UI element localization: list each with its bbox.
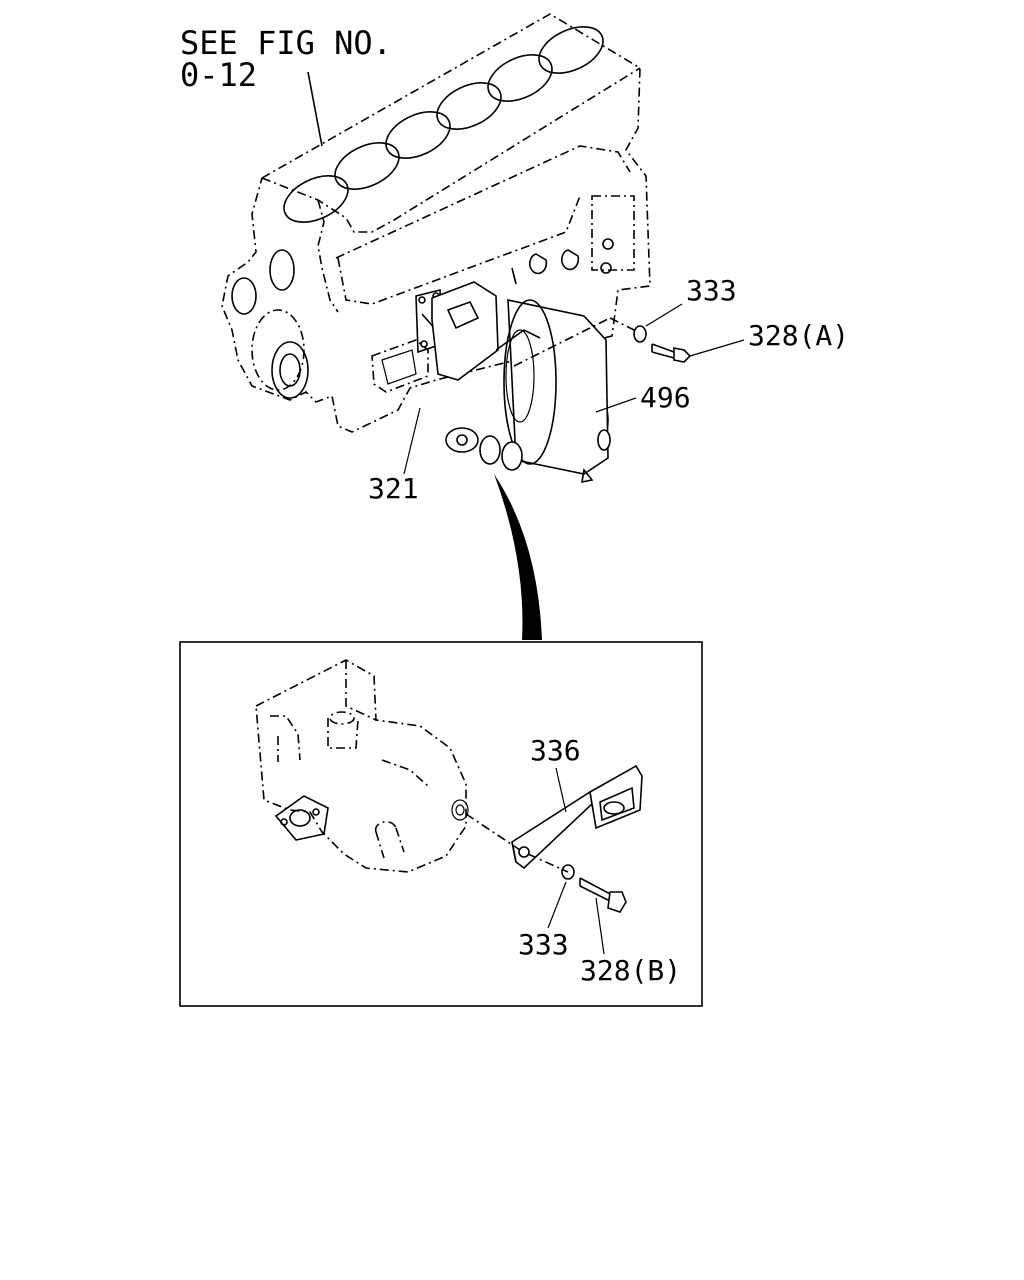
reference-leader — [307, 71, 323, 147]
callout-filter-assembly: 496 — [640, 381, 691, 414]
leader-washer-top — [645, 303, 683, 327]
bolt-a — [651, 343, 692, 363]
oil-filter-assembly — [415, 281, 611, 484]
leader-washer-bottom — [547, 881, 567, 929]
leader-bolt-b — [595, 897, 605, 955]
assembly-line-top — [513, 317, 611, 367]
engine-block — [221, 13, 651, 433]
washer-bottom — [561, 864, 575, 880]
detail-pointer — [494, 474, 542, 640]
leader-bolt-a — [689, 339, 745, 357]
assembly-line-detail — [465, 813, 521, 851]
callout-gasket: 321 — [368, 472, 419, 505]
bracket — [511, 764, 643, 870]
washer-top — [633, 325, 647, 343]
reference-note-line2: 0-12 — [180, 56, 257, 94]
callout-bolt-a: 328(A) — [748, 319, 849, 352]
reference-note-line1: SEE FIG NO. — [180, 24, 392, 62]
leader-filter-assembly — [595, 397, 637, 413]
bolt-b — [579, 877, 627, 913]
detail-filter-head — [255, 659, 469, 873]
callout-bolt-b: 328(B) — [580, 954, 681, 987]
assembly-line-top-2 — [609, 317, 639, 333]
assembly-line-detail-2 — [527, 853, 569, 873]
callout-bracket: 336 — [530, 734, 581, 767]
callout-washer-top: 333 — [686, 274, 737, 307]
detail-frame — [179, 641, 703, 1007]
leader-gasket — [403, 407, 421, 475]
leader-bracket — [555, 767, 567, 813]
callout-washer-bottom: 333 — [518, 928, 569, 961]
